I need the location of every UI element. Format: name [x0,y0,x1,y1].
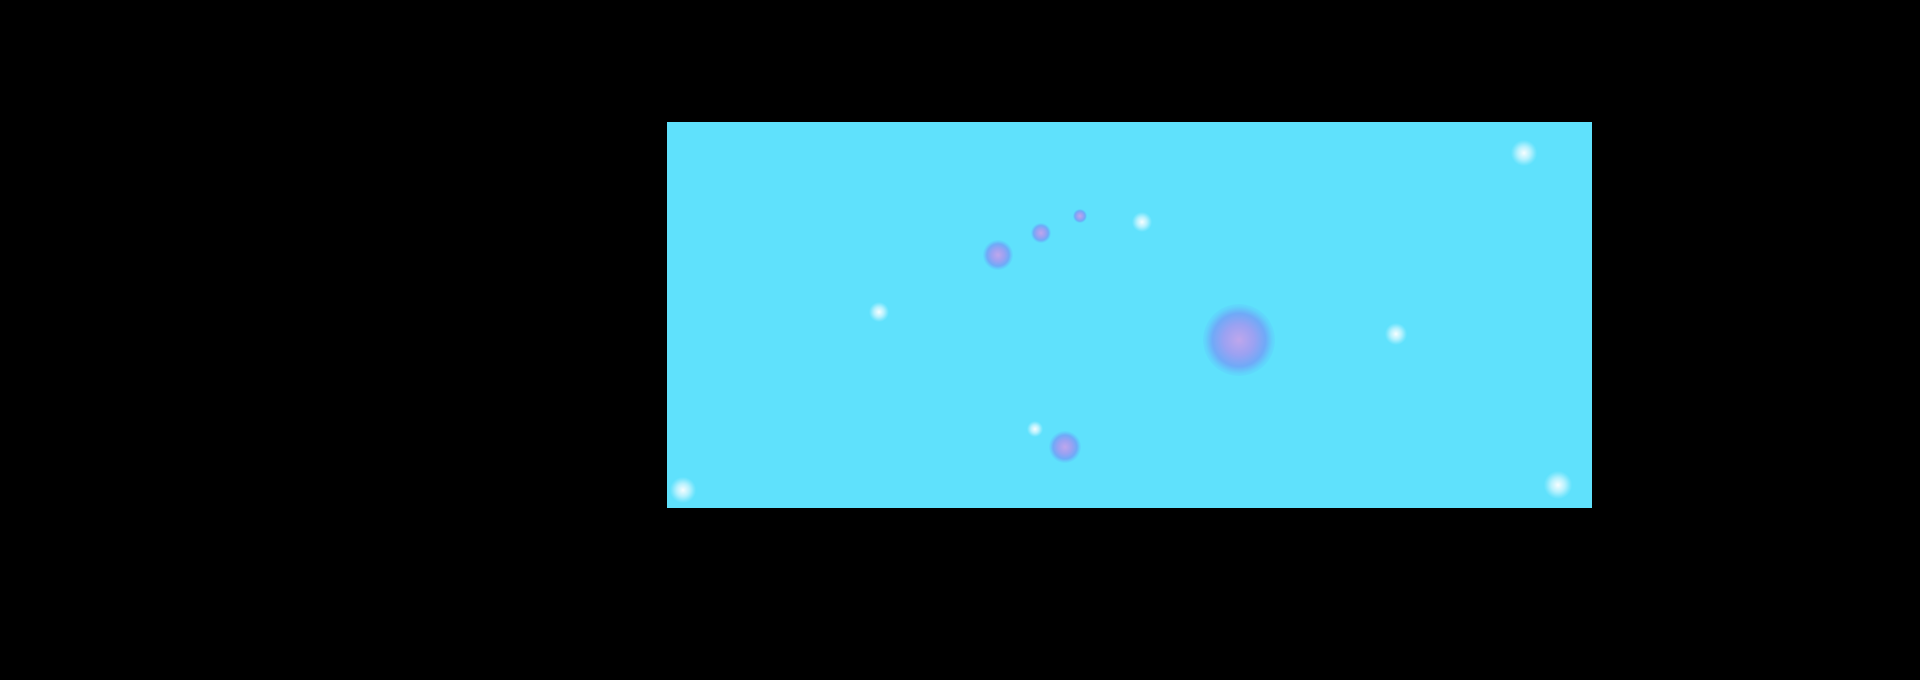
sparkle-particle [1385,323,1407,345]
game-canvas[interactable] [667,122,1592,508]
sparkle-particle [1027,421,1043,437]
sparkle-particle [1544,471,1572,499]
bubble-particle[interactable] [983,240,1013,270]
bubble-particle[interactable] [1203,304,1275,376]
sparkle-particle [1511,140,1537,166]
sparkle-particle [869,302,889,322]
bubble-particle[interactable] [1073,209,1087,223]
sparkle-particle [1132,212,1152,232]
bubble-particle[interactable] [1049,431,1081,463]
sparkle-particle [670,477,696,503]
bubble-particle[interactable] [1031,223,1051,243]
